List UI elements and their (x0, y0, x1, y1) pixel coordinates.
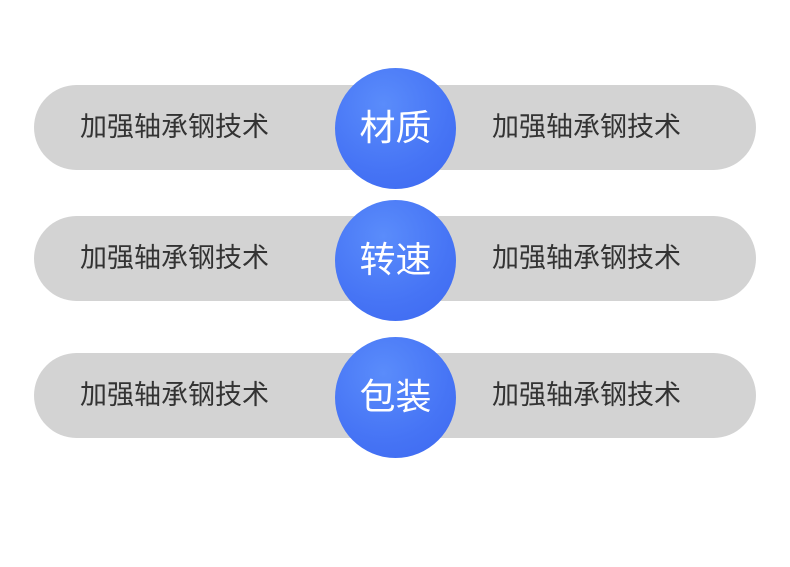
speed-badge: 转速 (335, 200, 456, 321)
feature-left-text: 加强轴承钢技术 (80, 243, 269, 274)
feature-left-text: 加强轴承钢技术 (80, 380, 269, 411)
feature-right-text: 加强轴承钢技术 (492, 380, 681, 411)
feature-right-text: 加强轴承钢技术 (492, 243, 681, 274)
material-badge: 材质 (335, 68, 456, 189)
packaging-badge: 包装 (335, 337, 456, 458)
feature-left-text: 加强轴承钢技术 (80, 112, 269, 143)
feature-right-text: 加强轴承钢技术 (492, 112, 681, 143)
